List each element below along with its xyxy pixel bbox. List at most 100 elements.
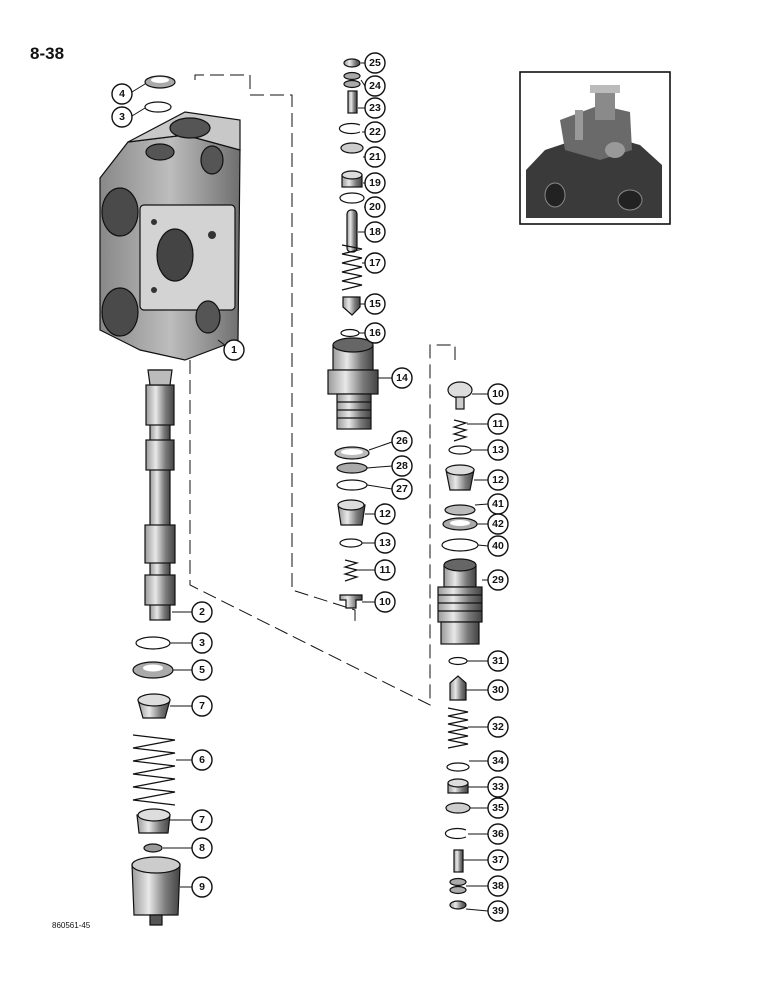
washers-38 (449, 877, 467, 895)
callout-19: 19 (363, 172, 386, 194)
svg-text:19: 19 (369, 177, 381, 189)
nut-39 (449, 900, 467, 910)
svg-text:6: 6 (199, 754, 205, 766)
plug-19 (341, 170, 363, 188)
callout-31: 31 (467, 650, 509, 672)
svg-text:41: 41 (492, 498, 504, 510)
callout-42: 42 (477, 513, 509, 535)
washer-35 (445, 802, 471, 814)
callout-29: 29 (482, 569, 509, 591)
callout-1: 1 (217, 339, 245, 361)
callout-4: 4 (111, 83, 146, 105)
callout-32: 32 (468, 716, 509, 738)
spring-32 (447, 707, 469, 749)
backup-ring-26 (334, 446, 370, 460)
svg-text:10: 10 (379, 596, 391, 608)
snap-ring-36 (444, 827, 467, 840)
svg-text:13: 13 (379, 537, 391, 549)
svg-text:29: 29 (492, 574, 504, 586)
piston-10-center (339, 594, 363, 609)
callout-18: 18 (358, 221, 386, 243)
callout-24: 24 (360, 75, 386, 97)
svg-text:26: 26 (396, 435, 408, 447)
screw-23 (347, 90, 358, 114)
svg-text:11: 11 (379, 564, 390, 576)
svg-text:21: 21 (369, 151, 381, 163)
callout-33: 33 (468, 776, 509, 798)
callout-25: 25 (361, 52, 386, 74)
callout-10-right: 10 (472, 383, 509, 405)
svg-text:36: 36 (492, 828, 504, 840)
svg-text:9: 9 (199, 881, 205, 893)
alignment-guides (189, 74, 456, 706)
svg-text:20: 20 (369, 201, 381, 213)
callout-7-lower: 7 (170, 809, 213, 831)
svg-text:5: 5 (199, 664, 205, 676)
callout-6: 6 (176, 749, 213, 771)
svg-text:34: 34 (492, 755, 504, 767)
callout-9: 9 (180, 876, 213, 898)
callout-7-upper: 7 (170, 695, 213, 717)
callout-41: 41 (474, 493, 509, 515)
spring-17 (341, 244, 363, 291)
o-ring-16 (340, 328, 360, 338)
svg-text:28: 28 (396, 460, 408, 472)
callout-39: 39 (465, 900, 509, 922)
svg-text:11: 11 (492, 418, 503, 430)
svg-text:10: 10 (492, 388, 504, 400)
poppet-30 (449, 675, 467, 701)
snap-ring-22 (338, 122, 361, 135)
callout-34: 34 (469, 750, 509, 772)
callout-20: 20 (364, 196, 386, 218)
svg-text:12: 12 (492, 474, 504, 486)
callout-3-top: 3 (111, 106, 146, 128)
svg-text:23: 23 (369, 102, 381, 114)
spring-11-center (342, 559, 360, 582)
svg-text:12: 12 (379, 508, 391, 520)
svg-text:37: 37 (492, 854, 504, 866)
svg-text:18: 18 (369, 226, 381, 238)
callout-36: 36 (468, 823, 509, 845)
callout-38: 38 (466, 875, 509, 897)
relief-valve-29 (437, 558, 483, 645)
callout-11-center: 11 (358, 559, 396, 581)
svg-text:2: 2 (199, 606, 205, 618)
piston-10-right (447, 381, 473, 410)
o-ring-3-lower (135, 636, 171, 650)
relief-valve-14 (327, 337, 379, 430)
poppet-15 (342, 296, 361, 316)
svg-text:7: 7 (199, 700, 205, 712)
svg-text:13: 13 (492, 444, 504, 456)
svg-text:25: 25 (369, 57, 381, 69)
svg-text:24: 24 (369, 80, 381, 92)
o-ring-13-center (339, 538, 363, 548)
svg-text:14: 14 (396, 372, 408, 384)
o-ring-3-top (144, 101, 172, 113)
spring-seat-7-upper (137, 693, 171, 719)
nut-25 (343, 58, 361, 68)
callout-12-center: 12 (365, 503, 396, 525)
callout-27: 27 (366, 478, 413, 500)
callout-22: 22 (362, 121, 386, 143)
svg-text:27: 27 (396, 483, 408, 495)
svg-text:42: 42 (492, 518, 504, 530)
valve-body (99, 111, 241, 361)
callout-16: 16 (359, 322, 386, 344)
svg-text:32: 32 (492, 721, 504, 733)
backup-ring-42 (442, 517, 478, 531)
callout-21: 21 (363, 146, 386, 168)
page-number: 8-38 (30, 44, 65, 63)
backup-ring-28 (336, 462, 368, 474)
callout-30: 30 (466, 679, 509, 701)
figure-code: 860561-45 (52, 921, 91, 930)
washer-21 (340, 142, 364, 154)
svg-text:16: 16 (369, 327, 381, 339)
svg-text:38: 38 (492, 880, 504, 892)
callout-35: 35 (470, 797, 509, 819)
callout-13-right: 13 (471, 439, 509, 461)
plug-12-right (445, 464, 475, 491)
callout-17: 17 (362, 252, 386, 274)
end-cap-9 (131, 856, 181, 926)
callout-14: 14 (378, 367, 413, 389)
